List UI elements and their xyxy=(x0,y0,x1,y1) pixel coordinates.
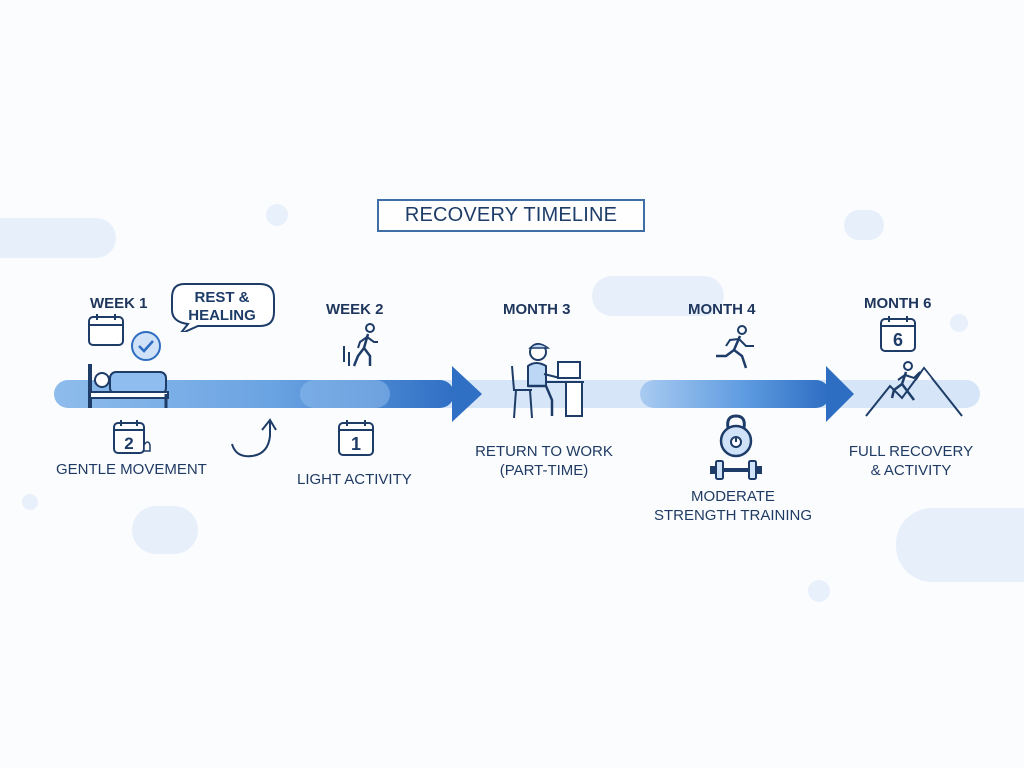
page-title: RECOVERY TIMELINE xyxy=(377,199,645,232)
calendar-icon xyxy=(88,314,124,346)
stage-label-month-3: MONTH 3 xyxy=(503,301,571,318)
stage-label-month-4: MONTH 4 xyxy=(688,301,756,318)
arrow-head-2 xyxy=(826,366,854,422)
background-dot xyxy=(808,580,830,602)
walking-person-icon xyxy=(343,323,378,367)
background-pill xyxy=(592,276,724,316)
calendar-number: 1 xyxy=(351,434,361,454)
stage-label-week-1: WEEK 1 xyxy=(90,295,148,312)
stage-caption-month-3-line-2: (PART-TIME) xyxy=(499,462,589,479)
calendar-number: 2 xyxy=(124,434,133,453)
stage-label-week-2: WEEK 2 xyxy=(326,301,384,318)
stage-caption-month-3-line-1: RETURN TO WORK xyxy=(475,443,613,460)
track-segment-2 xyxy=(640,380,830,408)
background-dot xyxy=(950,314,968,332)
arrow-head-1 xyxy=(452,366,482,422)
running-person-icon xyxy=(716,325,754,369)
stage-caption-month-6-line-2: & ACTIVITY xyxy=(870,462,952,479)
check-circle-icon xyxy=(131,331,161,361)
calendar-6-icon: 6 xyxy=(880,316,916,352)
background-pill xyxy=(896,508,1024,582)
kettlebell-icon xyxy=(719,414,753,458)
calendar-2-icon: 2 xyxy=(113,420,151,454)
background-dot xyxy=(22,494,38,510)
stage-caption-month-4-line-1: MODERATE xyxy=(691,488,775,505)
stage-caption-month-4-line-2: STRENGTH TRAINING xyxy=(653,507,813,524)
dumbbell-icon xyxy=(710,460,762,480)
background-dot xyxy=(266,204,288,226)
background-pill xyxy=(132,506,198,554)
calendar-1-icon: 1 xyxy=(338,420,374,456)
calendar-number: 6 xyxy=(893,330,903,350)
counter-clockwise-arrow-icon xyxy=(231,418,277,458)
track-highlight xyxy=(300,380,390,408)
background-pill xyxy=(844,210,884,240)
mountain-climber-icon xyxy=(865,361,963,417)
bubble-text: REST & HEALING xyxy=(188,289,256,324)
stage-caption-week-2: LIGHT ACTIVITY xyxy=(297,471,412,488)
stage-caption-month-6-line-1: FULL RECOVERY xyxy=(848,443,974,460)
stage-label-month-6: MONTH 6 xyxy=(864,295,932,312)
stage-caption-week-1: GENTLE MOVEMENT xyxy=(56,461,207,478)
background-pill xyxy=(0,218,116,258)
bed-sleeping-icon xyxy=(88,364,169,408)
speech-bubble xyxy=(171,283,275,332)
person-at-laptop-desk-icon xyxy=(511,343,584,419)
